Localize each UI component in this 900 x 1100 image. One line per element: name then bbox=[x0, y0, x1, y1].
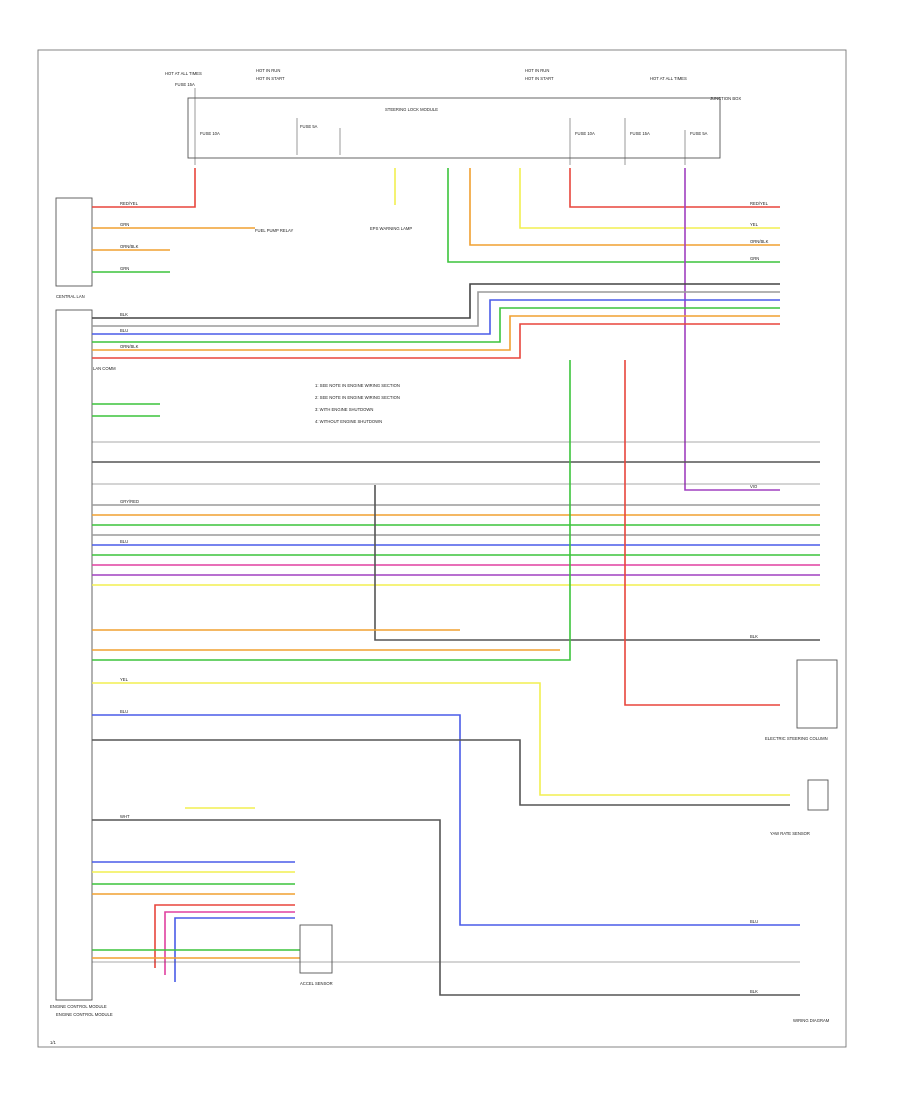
svg-text:FUSE 10A: FUSE 10A bbox=[575, 131, 595, 136]
svg-text:HOT AT ALL TIMES: HOT AT ALL TIMES bbox=[650, 76, 687, 81]
svg-text:ORN/BLK: ORN/BLK bbox=[750, 239, 769, 244]
bottom-right-text: WIRING DIAGRAM bbox=[793, 1018, 830, 1023]
svg-text:HOT IN RUN: HOT IN RUN bbox=[256, 68, 280, 73]
left-connector-label: LAN COMM bbox=[93, 366, 116, 371]
yaw-caption: YAW RATE SENSOR bbox=[770, 831, 810, 836]
svg-text:ORN/BLK: ORN/BLK bbox=[120, 344, 139, 349]
svg-text:FUSE 15A: FUSE 15A bbox=[630, 131, 650, 136]
svg-text:GRN: GRN bbox=[750, 256, 759, 261]
svg-text:HOT AT ALL TIMES: HOT AT ALL TIMES bbox=[165, 71, 202, 76]
svg-text:WHT: WHT bbox=[120, 814, 130, 819]
svg-text:YEL: YEL bbox=[120, 677, 129, 682]
svg-text:RED/YEL: RED/YEL bbox=[750, 201, 769, 206]
svg-text:HOT IN START: HOT IN START bbox=[256, 76, 285, 81]
svg-text:GRN: GRN bbox=[120, 266, 129, 271]
svg-text:4: WITHOUT ENGINE SHUTDOWN: 4: WITHOUT ENGINE SHUTDOWN bbox=[315, 419, 382, 424]
svg-text:BLK: BLK bbox=[120, 312, 128, 317]
lower-wires bbox=[92, 682, 800, 996]
lan-bundle bbox=[92, 283, 780, 359]
svg-text:3: WITH ENGINE SHUTDOWN: 3: WITH ENGINE SHUTDOWN bbox=[315, 407, 373, 412]
svg-text:GRY/RED: GRY/RED bbox=[120, 499, 139, 504]
svg-text:FUSE 5A: FUSE 5A bbox=[300, 124, 318, 129]
svg-text:FUSE 5A: FUSE 5A bbox=[690, 131, 708, 136]
right-module-box bbox=[796, 659, 838, 729]
svg-text:2: SEE NOTE IN ENGINE WIRING S: 2: SEE NOTE IN ENGINE WIRING SECTION bbox=[315, 395, 400, 400]
svg-text:BLU: BLU bbox=[120, 709, 128, 714]
ecm-upper-box bbox=[55, 197, 93, 287]
svg-text:BLU: BLU bbox=[120, 539, 128, 544]
center-component-title: STEERING LOCK MODULE bbox=[385, 107, 438, 112]
svg-text:FUSE 15A: FUSE 15A bbox=[175, 82, 195, 87]
right-module-label: ELECTRIC STEERING COLUMN bbox=[765, 736, 828, 741]
svg-text:JUNCTION BOX: JUNCTION BOX bbox=[710, 96, 741, 101]
svg-text:HOT IN RUN: HOT IN RUN bbox=[525, 68, 549, 73]
svg-text:RED/YEL: RED/YEL bbox=[120, 201, 139, 206]
notes: 1: SEE NOTE IN ENGINE WIRING SECTION 2: … bbox=[315, 383, 400, 424]
middle-wires bbox=[92, 360, 820, 706]
relay-caption: FUEL PUMP RELAY bbox=[255, 228, 294, 233]
svg-text:1: SEE NOTE IN ENGINE WIRING S: 1: SEE NOTE IN ENGINE WIRING SECTION bbox=[315, 383, 400, 388]
yaw-sensor-box bbox=[807, 779, 829, 811]
svg-text:HOT IN START: HOT IN START bbox=[525, 76, 554, 81]
diagram-frame bbox=[37, 49, 847, 1048]
svg-text:BLK: BLK bbox=[750, 989, 758, 994]
page-mark: 1/1 bbox=[50, 1040, 56, 1045]
svg-text:BLK: BLK bbox=[750, 634, 758, 639]
upper-wire-bundle bbox=[92, 168, 780, 491]
wire-color-labels: RED/YEL GRN ORN/BLK GRN RED/YEL YEL ORN/… bbox=[120, 201, 769, 994]
svg-text:VIO: VIO bbox=[750, 484, 758, 489]
svg-text:BLU: BLU bbox=[120, 328, 128, 333]
ecm-title: ENGINE CONTROL MODULE bbox=[56, 1012, 113, 1017]
sensor-box bbox=[299, 924, 333, 974]
svg-text:YEL: YEL bbox=[750, 222, 759, 227]
svg-text:FUSE 10A: FUSE 10A bbox=[200, 131, 220, 136]
svg-text:ORN/BLK: ORN/BLK bbox=[120, 244, 139, 249]
top-fuse-box bbox=[187, 97, 721, 159]
lamp-caption: EPS WARNING LAMP bbox=[370, 226, 412, 231]
svg-text:GRN: GRN bbox=[120, 222, 129, 227]
fuse-drops: FUSE 10A FUSE 5A FUSE 10A FUSE 15A FUSE … bbox=[194, 88, 708, 165]
can-label: CENTRAL LAN bbox=[56, 294, 85, 299]
ecm-main-box bbox=[55, 309, 93, 1001]
bottom-left-module: ENGINE CONTROL MODULE bbox=[50, 1004, 107, 1009]
sensor-caption: ACCEL SENSOR bbox=[300, 981, 333, 986]
top-fuse-labels: HOT AT ALL TIMES HOT IN RUN HOT IN START… bbox=[165, 68, 741, 101]
svg-text:BLU: BLU bbox=[750, 919, 758, 924]
